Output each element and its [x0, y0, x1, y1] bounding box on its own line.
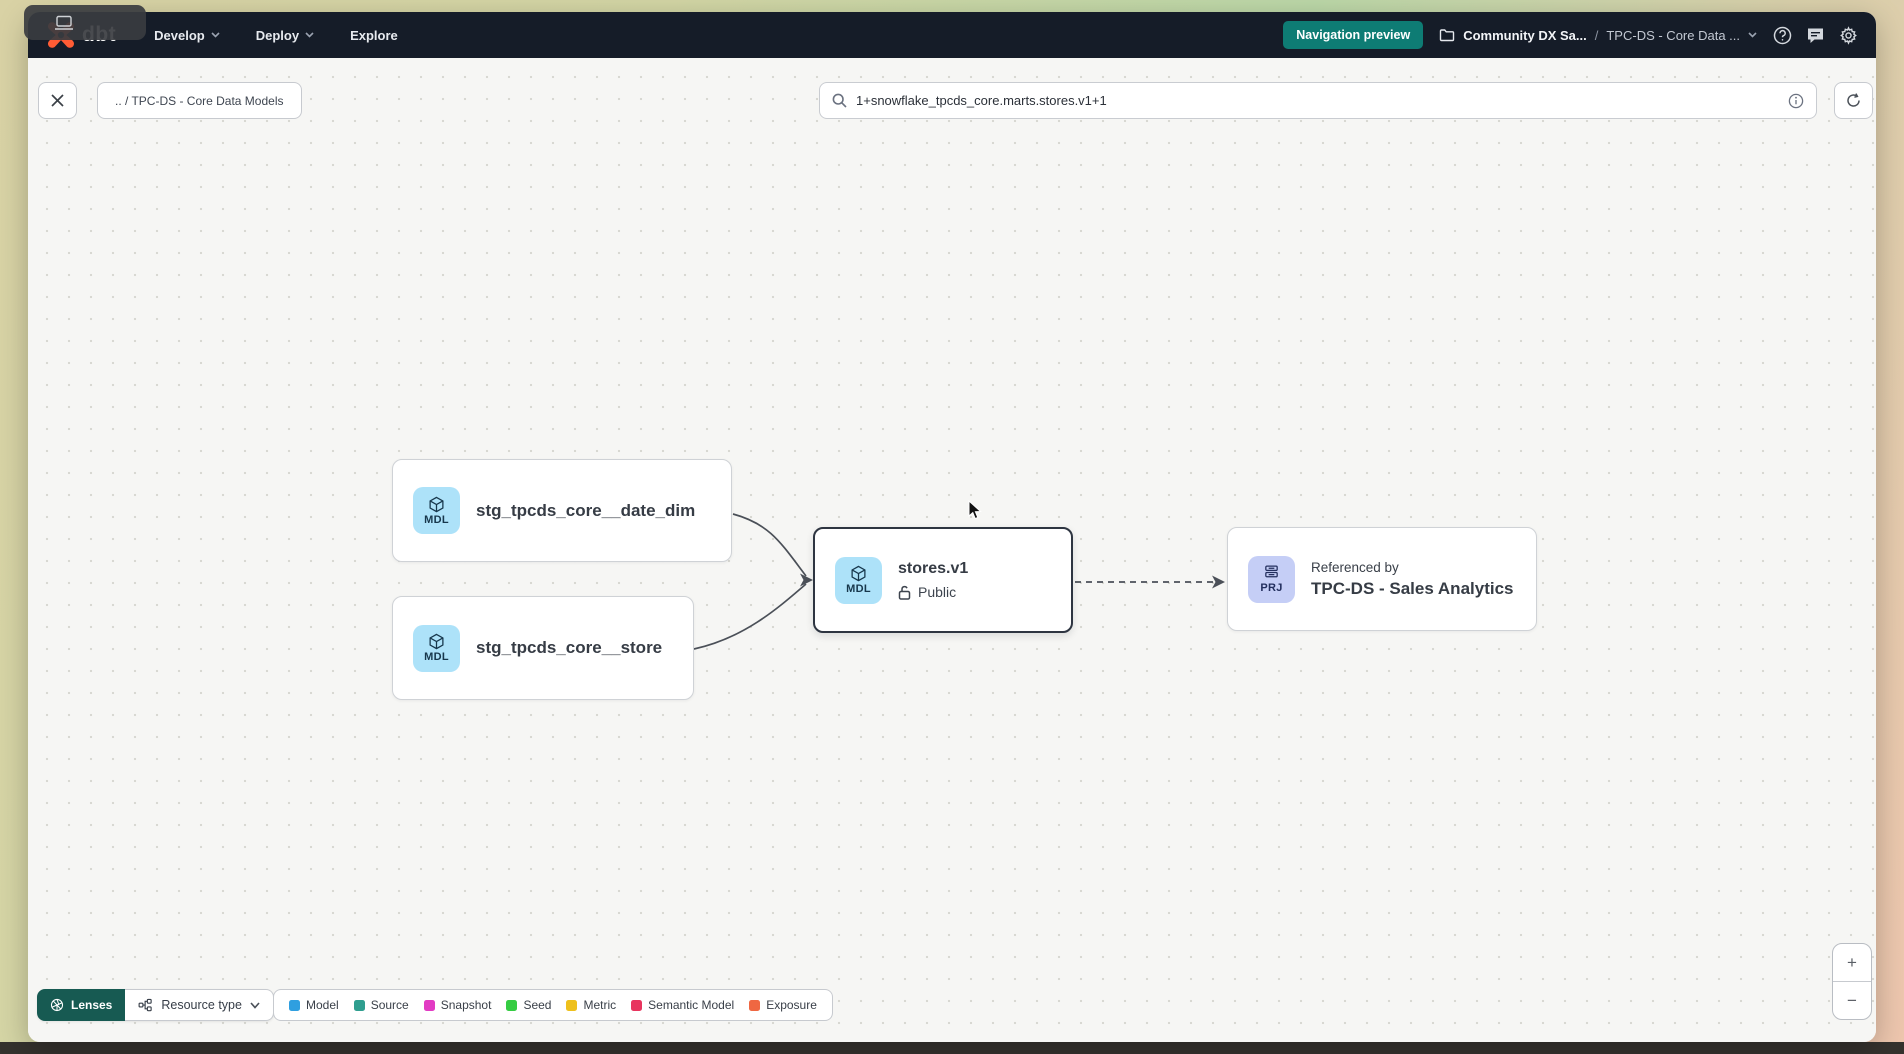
unlocked-padlock-icon: [898, 585, 911, 600]
lineage-canvas[interactable]: [28, 58, 1876, 1042]
referenced-by-label: Referenced by: [1311, 559, 1399, 575]
lineage-path-chip[interactable]: .. / TPC-DS - Core Data Models: [97, 82, 302, 119]
header-icons: [1773, 25, 1858, 45]
desktop-dock-strip: [0, 1042, 1904, 1054]
zoom-out-button[interactable]: −: [1833, 982, 1871, 1019]
lenses-label: Lenses: [71, 998, 113, 1012]
legend-label: Seed: [523, 998, 552, 1012]
project-breadcrumb[interactable]: Community DX Sa... / TPC-DS - Core Data …: [1439, 28, 1757, 43]
lineage-selector-input[interactable]: [856, 93, 1779, 108]
legend-swatch: [506, 999, 518, 1011]
legend-label: Source: [370, 998, 409, 1012]
model-badge: MDL: [413, 624, 460, 672]
resource-graph-icon: [138, 998, 153, 1012]
close-lineage-button[interactable]: [38, 82, 77, 119]
mouse-cursor: [968, 500, 982, 520]
legend-label: Exposure: [766, 998, 817, 1012]
cube-icon: [429, 633, 444, 650]
node-stg-tpcds-core-store[interactable]: MDL stg_tpcds_core__store: [392, 596, 694, 700]
help-icon[interactable]: [1773, 26, 1792, 45]
badge-code: MDL: [846, 583, 871, 595]
info-icon[interactable]: [1788, 93, 1804, 109]
nav-deploy-label: Deploy: [255, 27, 300, 43]
resource-type-label: Resource type: [161, 998, 242, 1012]
legend-item-exposure: Exposure: [749, 998, 817, 1012]
chevron-down-icon: [211, 32, 220, 38]
node-label: stores.v1: [898, 560, 969, 577]
legend-swatch: [749, 999, 761, 1011]
chevron-down-icon: [305, 32, 314, 38]
legend-item-metric: Metric: [566, 998, 616, 1012]
legend-item-model: Model: [289, 998, 339, 1012]
legend-swatch: [353, 999, 365, 1011]
legend-item-snapshot: Snapshot: [423, 998, 492, 1012]
legend-items: Model Source Snapshot Seed Metric Semantic Mo…: [289, 998, 817, 1012]
node-label: TPC-DS - Sales Analytics: [1311, 578, 1514, 598]
stacked-trays-icon: [1265, 565, 1278, 578]
dbt-app-window: dbt Develop Deploy Explore Navigation pr…: [28, 12, 1876, 1042]
breadcrumb-project: Community DX Sa...: [1463, 27, 1587, 43]
legend-swatch: [566, 999, 578, 1011]
node-referenced-by-project[interactable]: PRJ Referenced by TPC-DS - Sales Analyti…: [1227, 527, 1537, 631]
legend-swatch: [423, 999, 435, 1011]
legend-label: Model: [306, 998, 339, 1012]
feedback-icon[interactable]: [1806, 26, 1825, 45]
chevron-down-icon: [1748, 32, 1757, 38]
nav-develop[interactable]: Develop: [154, 28, 220, 43]
folder-icon: [1440, 29, 1455, 42]
legend-item-source: Source: [353, 998, 409, 1012]
refresh-icon: [1847, 93, 1860, 107]
main-nav: Develop Deploy Explore: [154, 28, 398, 43]
node-text: stores.v1 Public: [898, 560, 968, 600]
navigation-preview-badge[interactable]: Navigation preview: [1283, 21, 1424, 49]
zoom-in-button[interactable]: +: [1833, 944, 1871, 981]
nav-deploy[interactable]: Deploy: [256, 28, 314, 43]
breadcrumb-separator: /: [1594, 27, 1599, 43]
legend-label: Semantic Model: [648, 998, 735, 1012]
badge-code: MDL: [424, 513, 449, 526]
model-badge: MDL: [835, 556, 882, 604]
header-right: Navigation preview Community DX Sa... / …: [1283, 21, 1858, 49]
settings-gear-icon[interactable]: [1839, 25, 1858, 45]
node-text: Referenced by TPC-DS - Sales Analytics: [1311, 560, 1514, 599]
nav-develop-label: Develop: [154, 27, 205, 43]
badge-code: PRJ: [1260, 582, 1283, 594]
top-navbar: dbt Develop Deploy Explore Navigation pr…: [28, 12, 1876, 58]
close-icon: [51, 94, 64, 107]
legend-label: Snapshot: [440, 998, 492, 1012]
chevron-down-icon: [250, 1001, 260, 1009]
zoom-divider: [1833, 981, 1871, 982]
legend-item-seed: Seed: [506, 998, 551, 1012]
zoom-controls: + −: [1832, 943, 1872, 1020]
project-badge: PRJ: [1248, 555, 1295, 603]
access-row: Public: [898, 584, 968, 600]
node-label: stg_tpcds_core__store: [476, 638, 663, 657]
cube-icon: [429, 496, 444, 512]
search-icon: [832, 93, 847, 108]
badge-code: MDL: [424, 651, 449, 663]
breadcrumb-section: TPC-DS - Core Data ...: [1606, 27, 1740, 43]
node-stores-v1[interactable]: MDL stores.v1 Public: [813, 527, 1073, 633]
lineage-search-bar: [819, 82, 1817, 119]
legend-label: Metric: [583, 998, 617, 1012]
lenses-button[interactable]: Lenses: [37, 989, 126, 1021]
access-label: Public: [918, 584, 957, 600]
refresh-lineage-button[interactable]: [1834, 82, 1873, 119]
resource-type-dropdown[interactable]: Resource type: [125, 989, 274, 1021]
resource-type-legend: Model Source Snapshot Seed Metric Semantic Mo…: [273, 989, 833, 1021]
node-label: stg_tpcds_core__date_dim: [476, 500, 696, 520]
nav-explore-label: Explore: [350, 27, 398, 43]
screen-share-indicator: [24, 5, 146, 40]
legend-swatch: [289, 999, 300, 1011]
aperture-icon: [50, 998, 64, 1012]
legend-item-semantic-model: Semantic Model: [631, 998, 734, 1012]
legend-swatch: [631, 999, 643, 1011]
laptop-screen-icon: [55, 15, 73, 30]
lens-controls: Lenses Resource type: [37, 989, 274, 1021]
cube-icon: [851, 565, 866, 582]
model-badge: MDL: [413, 487, 460, 534]
node-stg-tpcds-core-date-dim[interactable]: MDL stg_tpcds_core__date_dim: [392, 459, 732, 562]
nav-explore[interactable]: Explore: [350, 28, 398, 43]
